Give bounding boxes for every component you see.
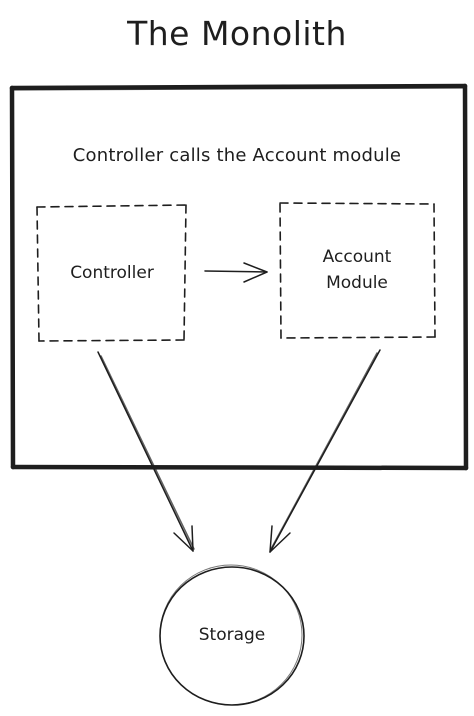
storage-circle — [159, 564, 305, 706]
arrow-controller-to-storage — [97, 351, 195, 552]
monolith-boundary — [9, 83, 469, 471]
controller-label: Controller — [70, 263, 154, 283]
monolith-caption: Controller calls the Account module — [72, 145, 402, 166]
account-module-label-line2: Module — [326, 273, 388, 293]
storage-node: Storage — [160, 565, 304, 705]
arrow-controller-to-account — [204, 262, 268, 283]
account-module-node: Account Module — [280, 203, 434, 337]
controller-box — [36, 204, 187, 342]
account-module-label-line1: Account — [322, 247, 392, 267]
diagram-title: The Monolith — [127, 14, 347, 53]
arrow-account-to-storage — [269, 349, 381, 553]
storage-label: Storage — [198, 625, 266, 645]
account-module-box — [279, 202, 436, 339]
controller-node: Controller — [38, 206, 186, 340]
